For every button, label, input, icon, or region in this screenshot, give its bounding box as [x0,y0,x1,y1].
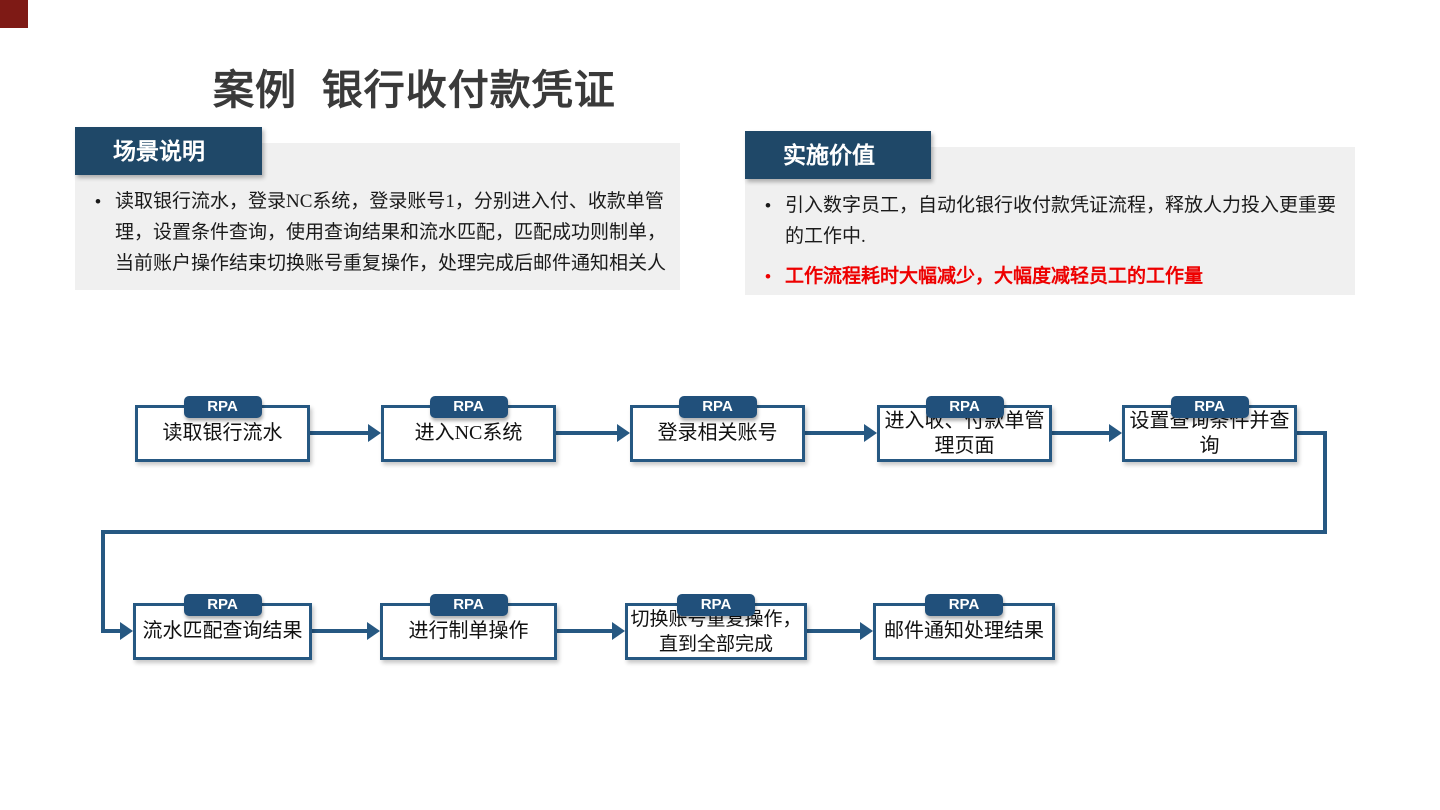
flow-connector-segment [101,530,105,631]
bullet-icon: • [765,196,771,215]
flow-step-open-order-management: RPA 进入收、付款单管 理页面 [877,396,1052,462]
flow-step-label: 登录相关账号 [657,422,778,444]
flow-connector-segment [1323,431,1327,534]
bullet-icon: • [95,192,101,211]
value-bullet-highlight: • 工作流程耗时大幅减少，大幅度减轻员工的工作量 [765,261,1353,292]
rpa-tag: RPA [183,594,262,616]
flow-step-label: 设置查询条件并查 询 [1129,409,1290,457]
value-bullet-highlight-text: 工作流程耗时大幅减少，大幅度减轻员工的工作量 [785,266,1204,287]
scenario-header-label: 场景说明 [113,138,205,164]
flow-step-login-account: RPA 登录相关账号 [630,396,805,462]
flow-arrow [312,622,380,640]
flow-step-label: 进行制单操作 [408,620,529,642]
rpa-tag: RPA [678,396,757,418]
flow-arrow [807,622,873,640]
flow-arrow [556,424,630,442]
rpa-tag: RPA [429,594,508,616]
value-panel-header: 实施价值 [745,131,931,179]
scenario-bullet-text: 读取银行流水，登录NC系统，登录账号1，分别进入付、收款单管 理，设置条件查询，… [115,191,667,274]
flow-arrow [557,622,625,640]
rpa-tag: RPA [429,396,508,418]
flow-step-label: 进入NC系统 [414,422,523,444]
bullet-icon: • [765,267,771,286]
rpa-tag: RPA [1170,396,1249,418]
flow-step-label: 进入收、付款单管 理页面 [884,409,1045,457]
flow-step-read-bank-statement: RPA 读取银行流水 [135,396,310,462]
value-header-label: 实施价值 [783,142,875,168]
flow-connector-arrow [101,622,133,640]
flow-connector-segment [101,530,1327,534]
scenario-panel-header: 场景说明 [75,127,262,175]
rpa-tag: RPA [183,396,262,418]
flow-step-create-voucher: RPA 进行制单操作 [380,594,557,660]
flow-step-email-notify: RPA 邮件通知处理结果 [873,594,1055,660]
flow-arrow [805,424,877,442]
page-title: 案例 银行收付款凭证 [213,67,616,113]
rpa-tag: RPA [925,396,1004,418]
flow-step-label: 切换账号重复操作， 直到全部完成 [630,608,802,655]
flow-arrow [1052,424,1122,442]
scenario-bullet: • 读取银行流水，登录NC系统，登录账号1，分别进入付、收款单管 理，设置条件查… [95,186,670,279]
flow-step-label: 读取银行流水 [162,422,283,444]
flow-connector-segment [1297,431,1327,435]
value-bullet-primary-text: 引入数字员工，自动化银行收付款凭证流程，释放人力投入更重要 的工作中. [785,195,1337,247]
flow-arrow [310,424,381,442]
flow-step-enter-nc-system: RPA 进入NC系统 [381,396,556,462]
flow-step-label: 流水匹配查询结果 [142,620,303,642]
flow-step-match-results: RPA 流水匹配查询结果 [133,594,312,660]
corner-mark [0,0,28,28]
flow-step-set-query-conditions: RPA 设置查询条件并查 询 [1122,396,1297,462]
flow-step-label: 邮件通知处理结果 [884,620,1044,642]
flow-step-switch-account-repeat: RPA 切换账号重复操作， 直到全部完成 [625,594,807,660]
rpa-tag: RPA [925,594,1003,616]
rpa-tag: RPA [677,594,755,616]
value-bullet-primary: • 引入数字员工，自动化银行收付款凭证流程，释放人力投入更重要 的工作中. [765,190,1353,252]
